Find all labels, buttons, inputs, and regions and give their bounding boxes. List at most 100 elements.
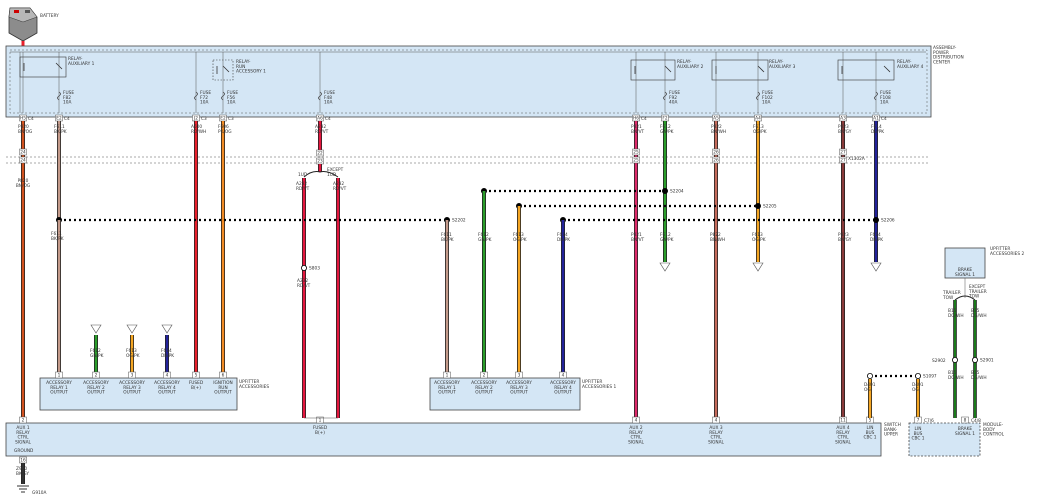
switch-bank-pin-1-label: 2: [22, 418, 25, 424]
relay-5-icon: [837, 59, 895, 81]
relay-4-label: RELAY-AUXILIARY 3: [769, 59, 796, 70]
upfitter-pin-4-label: 4: [166, 373, 169, 379]
switch-bank-pin-2: [316, 416, 324, 424]
upfitter-pin-3-label: 3: [131, 373, 134, 379]
upfitter1-pin-4: [559, 371, 567, 379]
pdc-pin-5-label: A6: [317, 116, 323, 122]
upfitter1-pin-2-label: 2: [483, 373, 486, 379]
pdc-pin-3-conn: C3: [201, 116, 207, 122]
upfitter-pin-5: [192, 371, 200, 379]
splice-s803-label: S803: [309, 266, 320, 272]
splice-s2901: [972, 356, 979, 363]
splice-s2204: [662, 187, 669, 194]
inline-pin-1: [19, 148, 27, 156]
splice-s2206-label: S2206: [881, 218, 895, 224]
switch-bank-pin-2-label: 1: [319, 418, 322, 424]
pdc-pin-4-conn: C3: [228, 116, 234, 122]
relay-1-icon: [19, 56, 67, 78]
pdc-pin-2-conn: C4: [64, 116, 70, 122]
splice-s2202-label: S2202: [452, 218, 466, 224]
splice-s1097-label: S1097: [923, 374, 937, 380]
inline-pin-7-label: 26: [713, 150, 719, 156]
inline-pin-9-label: 27: [840, 150, 846, 156]
bcm-pin-7-label: 7: [917, 418, 920, 424]
splice-s2901-label: S2901: [980, 358, 994, 364]
pdc-pin-4-label: E2: [220, 116, 226, 122]
pdc-pin-1-label: H5: [20, 116, 26, 122]
upfitter-pin-2: [92, 371, 100, 379]
inline-pin-3-label: 22: [317, 151, 323, 157]
relay-5-label: RELAY-AUXILIARY 4: [897, 59, 924, 70]
inline-pin-10: [839, 156, 847, 164]
splice-s2902-label: S2902: [932, 358, 946, 364]
upfitter-accessories-1-box: [429, 377, 581, 411]
bcm-pin-8-label: 8: [964, 418, 967, 424]
inline-pin-1-label: 24: [20, 150, 26, 156]
battery-label: BATTERY: [40, 13, 59, 19]
upfitter-pin-5-label: 5: [195, 373, 198, 379]
splice-s2205: [755, 202, 762, 209]
pdc-pin-2-label: E2: [56, 116, 62, 122]
pdc-pin-9-label: A4: [755, 116, 761, 122]
ground-tri-1: [90, 324, 102, 334]
upfitter1-pin-4-label: 4: [562, 373, 565, 379]
switch-bank-pin-4-label: 4: [715, 418, 718, 424]
switch-bank-pin-3-label: 4: [635, 418, 638, 424]
ground-tri-6: [870, 262, 882, 272]
pdc-pin-5-conn: C4: [325, 116, 331, 122]
upfitter-pin-4: [163, 371, 171, 379]
switch-bank-pin-5-label: 11: [840, 418, 846, 424]
body-control-module-box: [908, 422, 981, 457]
relay-3-icon: [630, 59, 676, 81]
upfitter-pin-6: [219, 371, 227, 379]
bcm-pin-7: [914, 416, 922, 424]
pdc-pin-11-conn: C4: [881, 116, 887, 122]
ground-tri-4: [659, 262, 671, 272]
switch-bank-pin-3: [632, 416, 640, 424]
splice-s2205-label: S2205: [763, 204, 777, 210]
